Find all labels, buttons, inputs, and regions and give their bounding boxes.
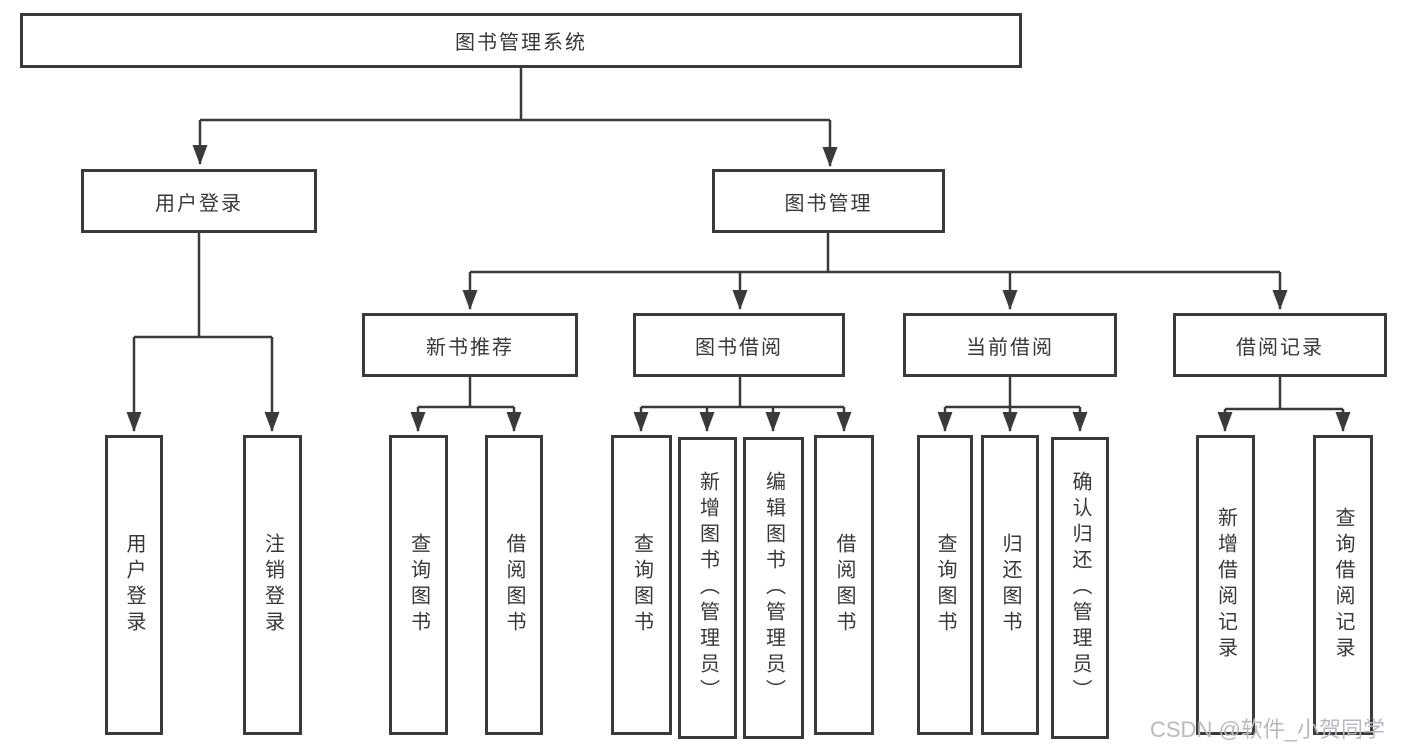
leaf-cb-query-books: 查询图书 — [917, 435, 973, 735]
csdn-watermark: CSDN @软件_小贺同学 — [1150, 717, 1386, 742]
node-borrow-records-label: 借阅记录 — [1236, 336, 1324, 359]
node-book-borrow: 图书借阅 — [633, 313, 845, 377]
leaf-br-add-record: 新增借阅记录 — [1196, 435, 1255, 735]
leaf-bb-edit-books-admin: 编辑图书（管理员） — [743, 437, 804, 739]
leaf-br-add-record-label: 新增借阅记录 — [1214, 507, 1237, 663]
leaf-bb-add-books-admin-label: 新增图书（管理员） — [696, 471, 719, 705]
node-root-system: 图书管理系统 — [20, 13, 1022, 68]
leaf-cb-return-books-label: 归还图书 — [999, 533, 1021, 637]
leaf-bb-borrow-books: 借阅图书 — [814, 435, 874, 735]
leaf-br-query-record-label: 查询借阅记录 — [1332, 507, 1354, 663]
node-new-book-recommend: 新书推荐 — [362, 313, 578, 377]
leaf-cb-confirm-return-admin: 确认归还（管理员） — [1051, 437, 1109, 739]
node-current-borrow-label: 当前借阅 — [966, 336, 1054, 359]
node-borrow-records: 借阅记录 — [1173, 313, 1387, 377]
leaf-logout: 注销登录 — [243, 435, 302, 735]
leaf-bb-query-books: 查询图书 — [611, 435, 672, 735]
leaf-nb-query-books-label: 查询图书 — [407, 533, 430, 637]
leaf-cb-query-books-label: 查询图书 — [934, 533, 956, 637]
leaf-nb-borrow-books: 借阅图书 — [485, 435, 543, 735]
node-book-management: 图书管理 — [712, 169, 945, 233]
leaf-nb-borrow-books-label: 借阅图书 — [503, 533, 525, 637]
leaf-cb-confirm-return-admin-label: 确认归还（管理员） — [1069, 471, 1091, 705]
node-user-login-label: 用户登录 — [155, 192, 243, 215]
leaf-bb-edit-books-admin-label: 编辑图书（管理员） — [762, 471, 785, 705]
node-new-book-recommend-label: 新书推荐 — [426, 336, 514, 359]
node-root-label: 图书管理系统 — [455, 32, 587, 54]
leaf-br-query-record: 查询借阅记录 — [1313, 435, 1373, 735]
node-book-borrow-label: 图书借阅 — [695, 336, 783, 359]
leaf-user-login-label: 用户登录 — [123, 533, 145, 637]
leaf-bb-add-books-admin: 新增图书（管理员） — [678, 437, 737, 739]
leaf-cb-return-books: 归还图书 — [981, 435, 1039, 735]
leaf-bb-borrow-books-label: 借阅图书 — [833, 533, 855, 637]
node-user-login: 用户登录 — [81, 169, 317, 233]
leaf-user-login: 用户登录 — [105, 435, 163, 735]
leaf-logout-label: 注销登录 — [261, 533, 284, 637]
node-current-borrow: 当前借阅 — [903, 313, 1117, 377]
node-book-management-label: 图书管理 — [784, 192, 873, 215]
leaf-nb-query-books: 查询图书 — [389, 435, 448, 735]
leaf-bb-query-books-label: 查询图书 — [630, 533, 653, 637]
